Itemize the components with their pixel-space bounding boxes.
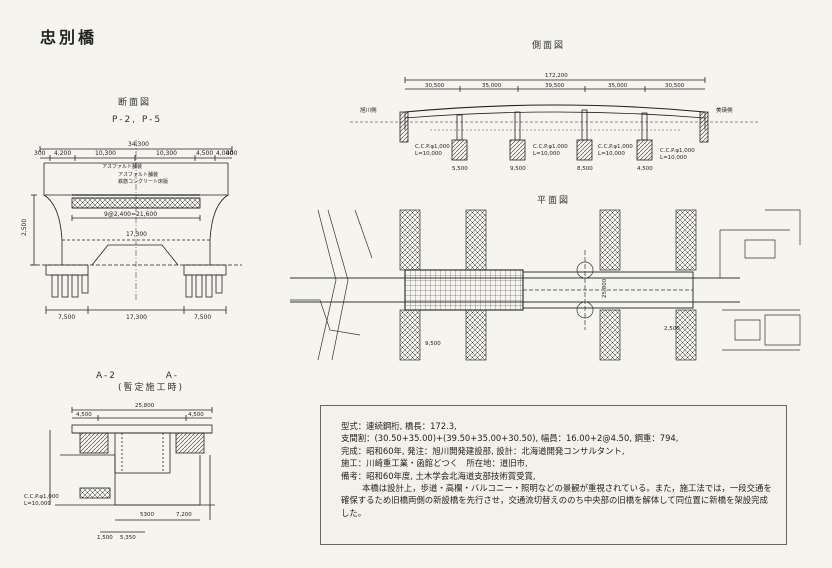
ab-dim-left: 5300 [140,512,154,518]
dim-height: 2,500 [21,219,28,236]
dim-span-2: 35,000 [482,83,502,89]
spec-description: 本橋は設計上，歩道・高欄・バルコニー・照明などの景観が重視されている。また，施工… [341,483,772,518]
ab-dim-total: 25,800 [135,403,155,409]
ccp-label-3: C.C.P.φ1,000 [598,144,633,150]
dim-span-5: 30,500 [665,83,685,89]
dim-sub-center: 17,300 [126,314,147,321]
ccp-length-1: L=10,000 [415,151,442,157]
dim-span-1: 30,500 [425,83,445,89]
dim-seg-d: 4,500 [196,150,213,157]
page-title: 忠別橋 [40,28,98,47]
dim-span-3: 39,500 [545,83,565,89]
cross-section-drawing [30,140,242,314]
spec-remarks: 備考：昭和60年度, 土木学会北海道支部技術賞受賞, [341,470,536,481]
specification-box: 型式：連続鋼桁, 橋長：172.3, 支間割：(30.50+35.00)+(39… [320,405,787,545]
label-bieicho: 美瑛側 [716,106,733,114]
ccp-label-1: C.C.P.φ1,000 [415,144,450,150]
ab-ccp-label: C.C.P.φ1,000 [24,494,59,500]
cross-section-caption: 断面図 [118,98,152,108]
abutment-drawing [49,407,215,533]
abutment-caption: A-2 A- [96,371,180,381]
ccp-length-4: L=10,000 [660,155,687,161]
dim-seg-b: 10,300 [95,150,116,157]
plan-view-drawing [290,209,801,361]
spec-construction: 施工：川崎重工業・函館どつく 所在地：道旧市, [341,458,528,469]
spec-type: 型式：連続鋼桁, 橋長：172.3, [341,421,457,431]
specification-text: 型式：連続鋼桁, 橋長：172.3, 支間割：(30.50+35.00)+(39… [341,420,776,519]
ab-dim-seg1: 4,500 [76,412,92,418]
ab-ccp-length: L=10,000 [24,501,51,507]
plan-view-caption: 平面図 [537,196,571,206]
ab-dim-right: 7,200 [176,512,192,518]
plan-width: 25,800 [602,278,608,298]
dim-girder: 9@2,400=21,600 [104,211,157,218]
pier-height-3: 8,500 [577,166,593,172]
dim-edge-left: 300 [34,150,46,157]
ab-dim-bottom: 5,350 [120,535,136,541]
ccp-length-2: L=10,000 [533,151,560,157]
ccp-label-2: C.C.P.φ1,000 [533,144,568,150]
spec-spans: 支間割：(30.50+35.00)+(39.50+35.00+30.50), 幅… [341,433,679,444]
dim-sub-right: 7,500 [194,314,211,321]
label-asahikawa: 旭川側 [360,106,377,114]
spec-completion: 完成：昭和60年, 発注：旭川開発建設部, 設計：北海道開発コンサルタント, [341,445,625,456]
side-view-caption: 側面図 [532,41,566,51]
dim-top-total: 34,300 [128,141,149,148]
ab-dim-seg2: 4,500 [188,412,204,418]
dim-side-total: 172,200 [545,73,568,79]
ccp-label-4: C.C.P.φ1,000 [660,148,695,154]
side-view-drawing [350,77,760,161]
plan-dim-b: 2,500 [664,326,680,332]
dim-span-4: 35,000 [608,83,628,89]
ab-dim-bottom-left: 1,500 [97,535,113,541]
dim-sub-c-top: 17,300 [126,231,147,238]
dim-edge-right: 400 [226,150,238,157]
ccp-length-3: L=10,000 [598,151,625,157]
dim-seg-c: 10,300 [156,150,177,157]
plan-dim-a: 9,500 [425,341,441,347]
label-asphalt-2: アスファルト舗装 [118,171,158,178]
pier-height-1: 5,500 [452,166,468,172]
dim-seg-e: 4,000 [216,150,233,157]
cross-section-subcaption: P-2, P-5 [112,115,163,125]
pier-height-2: 9,500 [510,166,526,172]
label-concrete: 鉄筋コンクリート床版 [118,178,168,185]
dim-seg-a: 4,200 [54,150,71,157]
dim-sub-left: 7,500 [58,314,75,321]
label-asphalt-1: アスファルト舗装 [102,163,142,170]
abutment-subcaption: (暫定施工時) [118,383,185,393]
pier-height-4: 4,500 [637,166,653,172]
